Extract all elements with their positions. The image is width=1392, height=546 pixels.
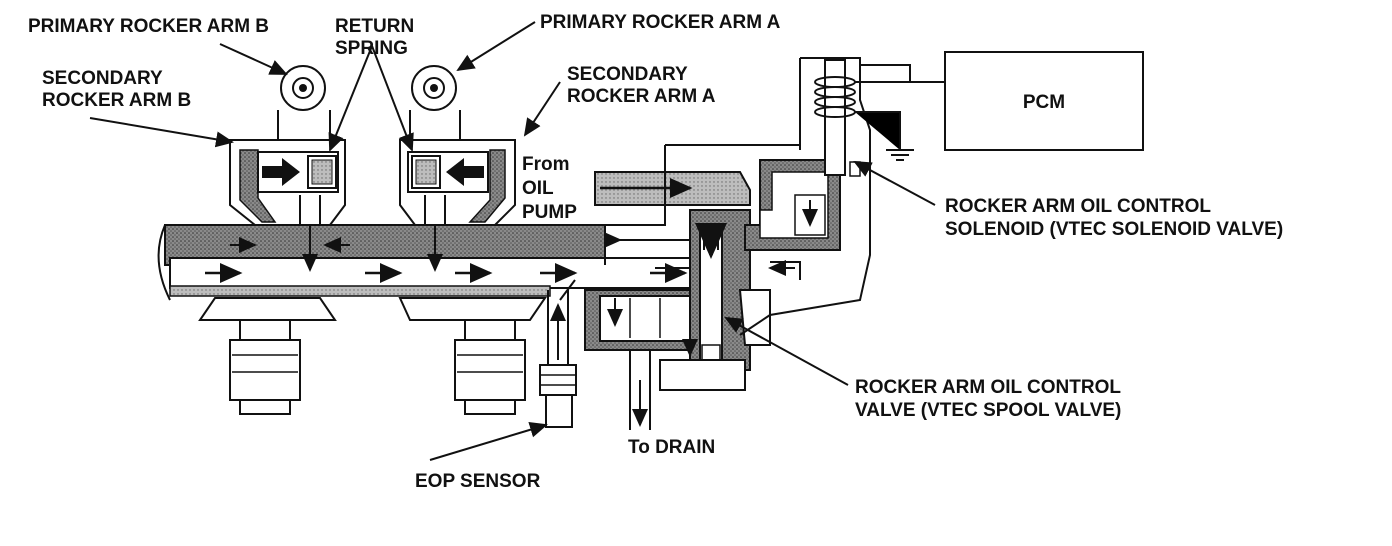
label-return-spring-line2: SPRING — [335, 38, 408, 59]
pcm-label: PCM — [1023, 92, 1065, 113]
label-solenoid-line1: ROCKER ARM OIL CONTROL — [945, 196, 1211, 217]
spool-valve-body — [584, 144, 800, 430]
pcm-box: PCM — [944, 51, 1144, 151]
label-to-drain: To DRAIN — [628, 437, 715, 458]
leader-lines — [89, 21, 936, 461]
label-from-oil-pump-line1: From — [522, 154, 570, 175]
labels: PRIMARY ROCKER ARM B RETURN SPRING PRIMA… — [28, 12, 1283, 492]
label-eop-sensor: EOP SENSOR — [415, 471, 541, 492]
eop-sensor — [539, 279, 577, 428]
label-solenoid-line2: SOLENOID (VTEC SOLENOID VALVE) — [945, 219, 1283, 240]
solenoid-valve — [739, 57, 945, 336]
label-primary-rocker-arm-a: PRIMARY ROCKER ARM A — [540, 12, 781, 33]
rocker-arm-a-assembly — [398, 65, 547, 415]
label-from-oil-pump-line3: PUMP — [522, 202, 577, 223]
label-spool-line1: ROCKER ARM OIL CONTROL — [855, 377, 1121, 398]
label-spool-line2: VALVE (VTEC SPOOL VALVE) — [855, 400, 1121, 421]
label-secondary-rocker-arm-b-line1: SECONDARY — [42, 68, 163, 89]
oil-gallery — [157, 224, 691, 301]
label-primary-rocker-arm-b: PRIMARY ROCKER ARM B — [28, 16, 269, 37]
oil-pump-supply — [594, 171, 751, 206]
label-secondary-rocker-arm-a-line2: ROCKER ARM A — [567, 86, 716, 107]
label-secondary-rocker-arm-a-line1: SECONDARY — [567, 64, 688, 85]
label-return-spring-line1: RETURN — [335, 16, 414, 37]
rocker-arm-b-assembly — [198, 65, 346, 415]
label-secondary-rocker-arm-b-line2: ROCKER ARM B — [42, 90, 191, 111]
label-from-oil-pump-line2: OIL — [522, 178, 554, 199]
